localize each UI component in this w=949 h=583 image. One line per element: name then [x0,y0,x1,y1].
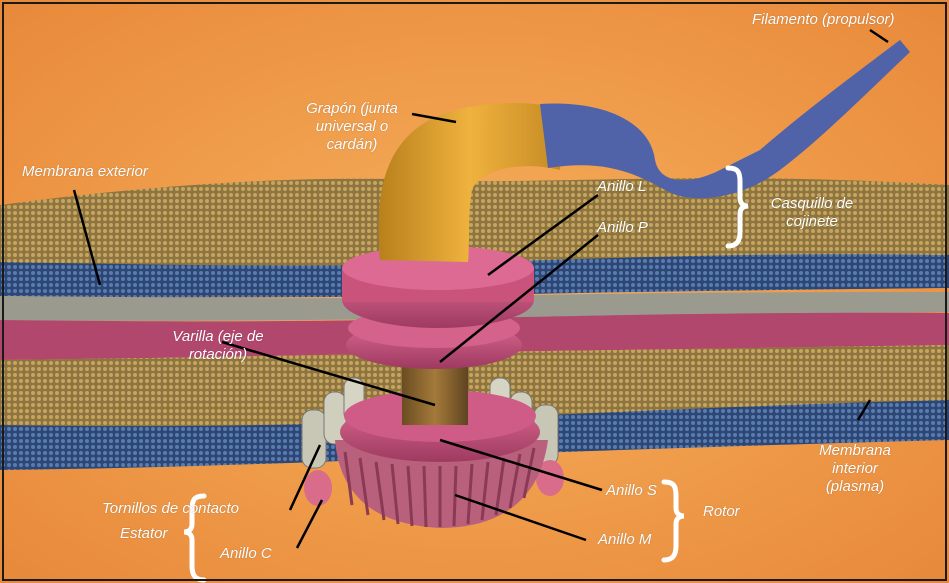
label-varilla: Varilla (eje de rotación) [148,328,288,364]
label-anillo-l: Anillo L [597,178,646,196]
label-anillo-s: Anillo S [606,482,657,500]
label-membrana-interior: Membrana interior (plasma) [790,442,920,496]
label-anillo-m: Anillo M [598,531,651,549]
label-casquillo: Casquillo de cojinete [752,195,872,231]
label-anillo-c: Anillo C [220,545,272,563]
label-anillo-p: Anillo P [597,219,648,237]
label-estator: Estator [120,525,168,543]
label-rotor: Rotor [703,503,740,521]
label-tornillos: Tornillos de contacto [102,500,239,518]
label-filamento: Filamento (propulsor) [752,11,895,29]
label-grapon: Grapón (junta universal o cardán) [287,100,417,154]
label-membrana-exterior: Membrana exterior [22,163,148,181]
